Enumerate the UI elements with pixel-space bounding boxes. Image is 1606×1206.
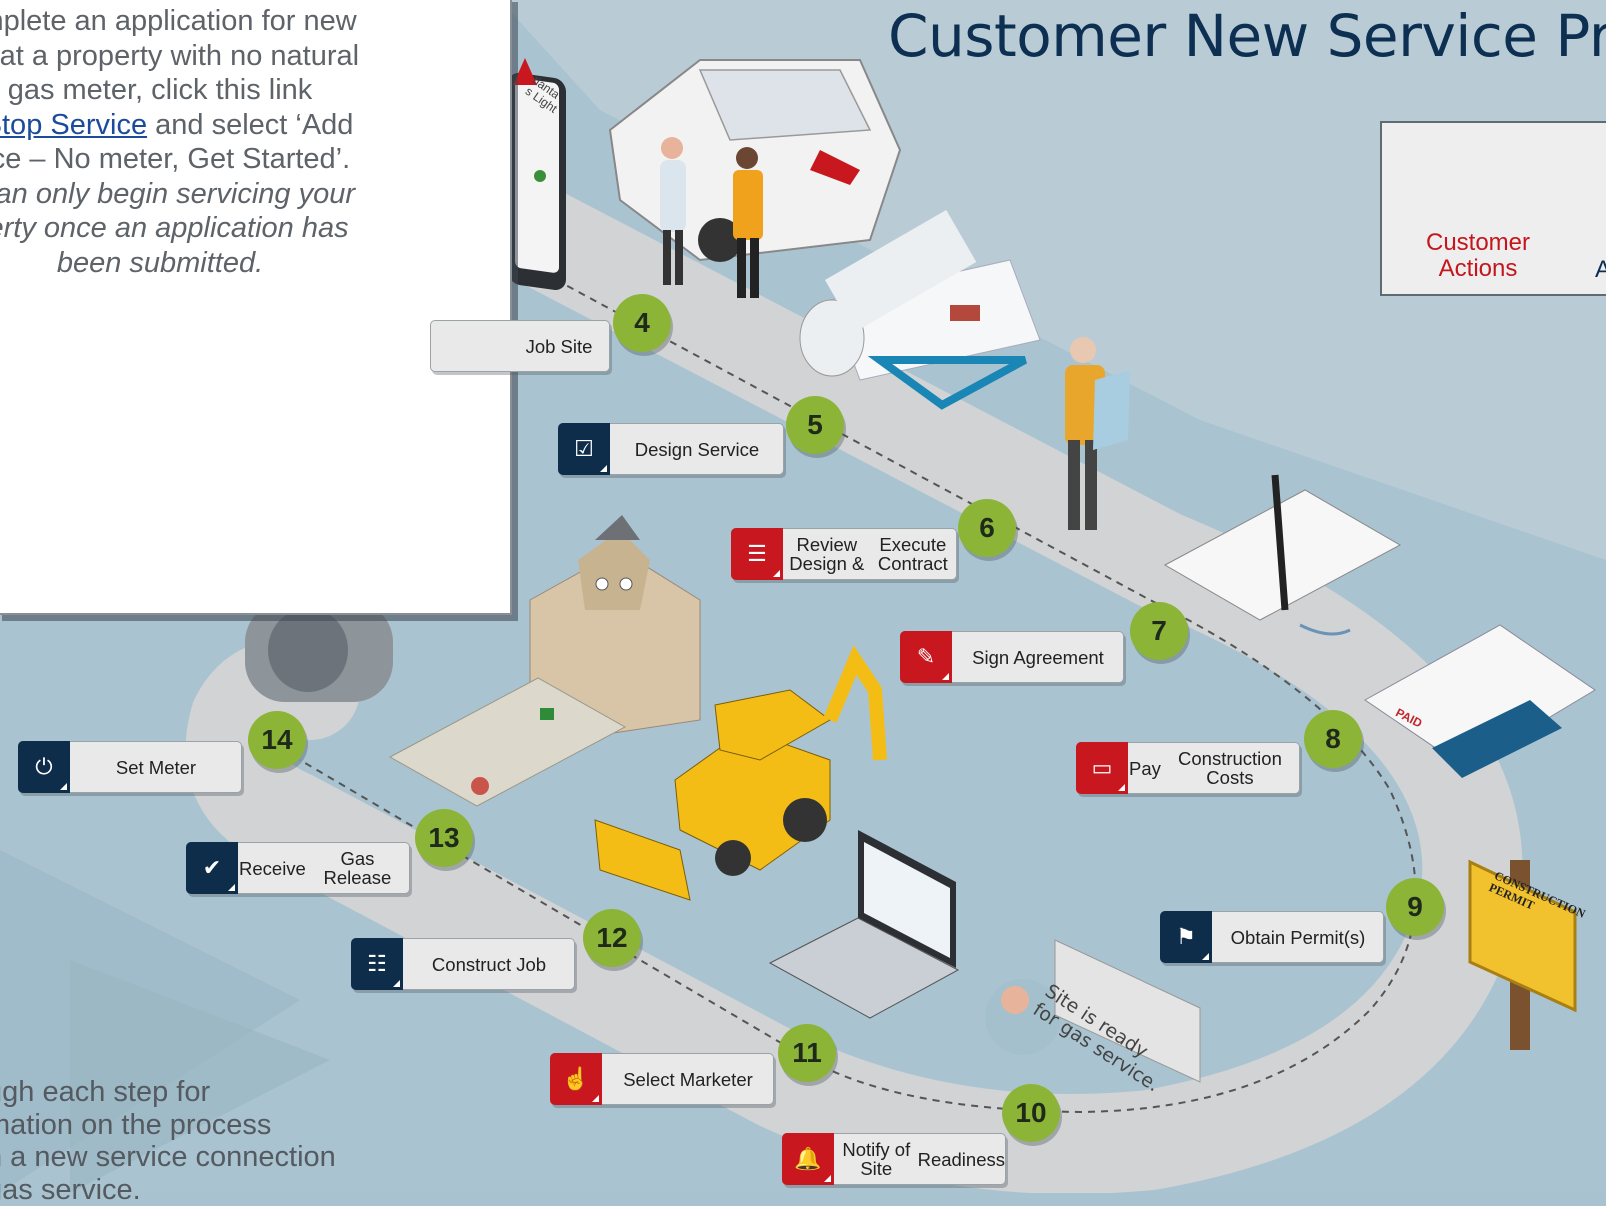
legend-customer-actions: Customer Actions <box>1398 230 1558 282</box>
step-11-select-marketer[interactable]: ☝ Select Marketer <box>550 1053 774 1105</box>
step-14-badge[interactable]: 14 <box>248 711 306 769</box>
credit-card-icon: ▭ <box>1076 742 1128 794</box>
popup-line-4-rest: and select ‘Add <box>147 109 353 141</box>
step-14-label: Set Meter <box>71 742 241 792</box>
popup-line-1: omplete an application for new <box>0 4 500 39</box>
hand-pointer-icon: ☝ <box>550 1053 602 1105</box>
step-8-badge[interactable]: 8 <box>1304 710 1362 768</box>
popup-line-4: t/Stop Service and select ‘Add <box>0 108 500 143</box>
instruction-text: ugh each step for mation on the process … <box>0 1076 336 1206</box>
check-circle-icon: ✔ <box>186 842 238 894</box>
step-5-label: Design Service <box>611 424 783 474</box>
instruction-line-3: h a new service connection <box>0 1141 336 1174</box>
instruction-line-2: mation on the process <box>0 1109 336 1142</box>
step-6-badge[interactable]: 6 <box>958 499 1016 557</box>
step-5-design-service[interactable]: ☑ Design Service <box>558 423 784 475</box>
step-11-badge[interactable]: 11 <box>778 1024 836 1082</box>
gas-meter-illustration <box>245 602 393 702</box>
step-7-sign-agreement[interactable]: ✎ Sign Agreement <box>900 631 1124 683</box>
popup-note-2: perty once an application has <box>0 211 500 246</box>
step-10-label-line1: Notify of Site <box>835 1140 918 1178</box>
step-6-label: Review Design &Execute Contract <box>784 529 956 579</box>
popup-note-3: been submitted. <box>0 246 500 281</box>
popup-line-5: vice – No meter, Get Started’. <box>0 142 500 177</box>
legend-customer-line1: Customer <box>1426 229 1530 256</box>
page-title: Customer New Service Pro <box>888 2 1606 70</box>
step-13-badge[interactable]: 13 <box>415 809 473 867</box>
alarm-bell-icon: 🔔 <box>782 1133 834 1185</box>
step-13-label-line2: Gas Release <box>306 849 409 887</box>
document-sign-icon: ✎ <box>900 631 952 683</box>
popup-line-2: ce at a property with no natural <box>0 39 500 74</box>
step-11-label: Select Marketer <box>603 1054 773 1104</box>
step-9-obtain-permits[interactable]: ⚑ Obtain Permit(s) <box>1160 911 1384 963</box>
step-8-label-line2: Construction Costs <box>1161 749 1299 787</box>
instruction-line-1: ugh each step for <box>0 1076 336 1109</box>
step-6-label-line1: Review Design & <box>784 535 870 573</box>
step-14-set-meter[interactable]: ⏻ Set Meter <box>18 741 242 793</box>
popup-line-3: gas meter, click this link <box>0 73 500 108</box>
legend-other-partial: A <box>1595 256 1606 284</box>
checklist-icon: ☰ <box>731 528 783 580</box>
step-10-badge[interactable]: 10 <box>1002 1084 1060 1142</box>
start-stop-service-link[interactable]: t/Stop Service <box>0 109 147 141</box>
step-12-badge[interactable]: 12 <box>583 909 641 967</box>
legend-customer-line2: Actions <box>1439 255 1518 282</box>
step-9-label: Obtain Permit(s) <box>1213 912 1383 962</box>
popup-text: omplete an application for new ce at a p… <box>0 4 500 280</box>
step-4-badge[interactable]: 4 <box>613 294 671 352</box>
step-6-label-line2: Execute Contract <box>870 535 956 573</box>
step-13-label-line1: Receive <box>239 859 306 878</box>
step-7-label: Sign Agreement <box>953 632 1123 682</box>
step-6-review-design[interactable]: ☰ Review Design &Execute Contract <box>731 528 957 580</box>
step-4-label: Job Site <box>509 321 609 371</box>
step-7-badge[interactable]: 7 <box>1130 602 1188 660</box>
info-popup: omplete an application for new ce at a p… <box>0 0 512 615</box>
step-5-badge[interactable]: 5 <box>786 396 844 454</box>
step-8-label-line1: Pay <box>1129 759 1161 778</box>
step-4-job-site[interactable]: Job Site <box>430 320 610 372</box>
step-10-label-line2: Readiness <box>918 1150 1005 1169</box>
power-icon: ⏻ <box>18 741 70 793</box>
map-pin-icon: ⚑ <box>1160 911 1212 963</box>
step-12-label: Construct Job <box>404 939 574 989</box>
barrier-icon: ☷ <box>351 938 403 990</box>
step-9-badge[interactable]: 9 <box>1386 878 1444 936</box>
instruction-line-4: gas service. <box>0 1174 336 1206</box>
popup-note-1: . can only begin servicing your <box>0 177 500 212</box>
step-12-construct-job[interactable]: ☷ Construct Job <box>351 938 575 990</box>
clipboard-check-icon: ☑ <box>558 423 610 475</box>
